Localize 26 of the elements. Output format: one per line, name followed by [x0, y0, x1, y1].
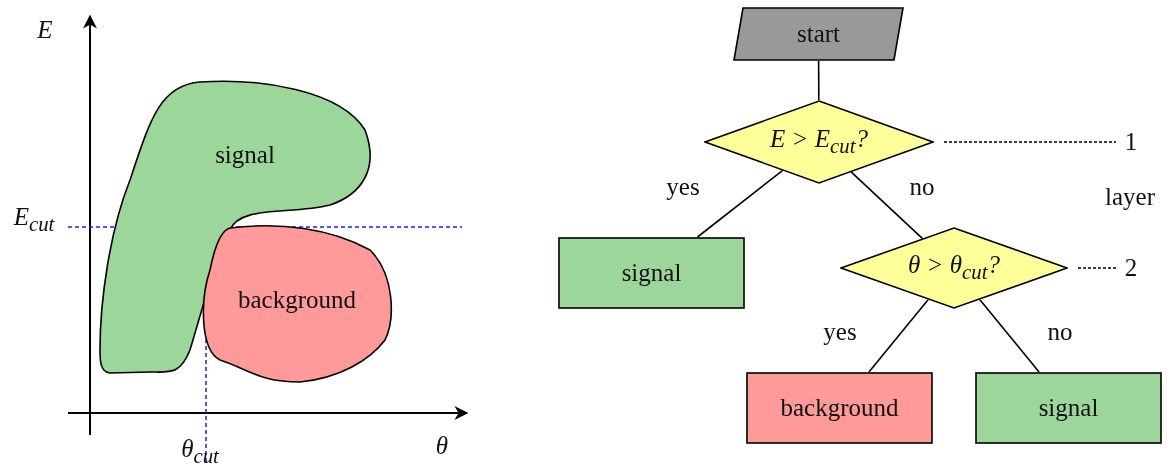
leaf-text: background	[780, 394, 899, 422]
edge-label: no	[909, 173, 935, 201]
cut-label: E$_{cut}$	[13, 203, 55, 237]
region-label: background	[238, 286, 356, 314]
decision-text: E > E$_{cut}$?	[770, 125, 868, 159]
layer-label: layer	[1105, 183, 1155, 211]
edge-label: yes	[823, 318, 857, 346]
connector-line	[696, 169, 784, 238]
node-text: start	[797, 20, 840, 48]
cut-label: θ$_{cut}$	[181, 435, 219, 465]
axis-label: θ	[435, 432, 449, 460]
connector-line	[979, 298, 1040, 373]
layer-number: 2	[1124, 254, 1138, 282]
region-label: signal	[215, 141, 275, 169]
connector-line	[817, 60, 820, 101]
layer-number: 1	[1124, 128, 1138, 156]
connector-line	[868, 298, 929, 373]
axis-label: E	[37, 16, 53, 44]
connector-line	[850, 171, 924, 240]
dotted-leader-line	[1077, 267, 1117, 269]
decision-text: θ > θ$_{cut}$?	[908, 251, 1000, 285]
edge-label: yes	[666, 173, 700, 201]
dotted-leader-line	[943, 141, 1117, 143]
edge-label: no	[1047, 318, 1073, 346]
leaf-text: signal	[621, 259, 682, 287]
leaf-text: signal	[1038, 394, 1099, 422]
